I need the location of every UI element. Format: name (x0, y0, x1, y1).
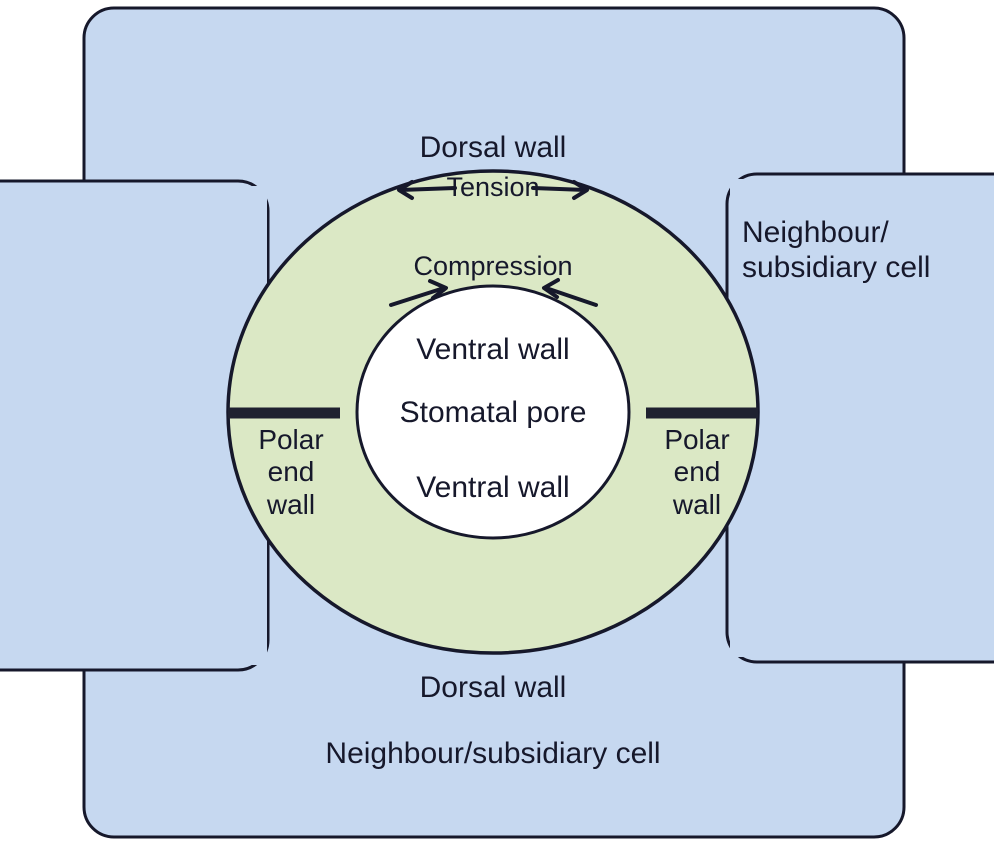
compression-arrow-left (389, 279, 448, 307)
polar-end-wall-left-line3: wall (266, 488, 316, 520)
label-dorsal-wall-bottom: Dorsal wall (419, 671, 567, 704)
compression-arrow-right (542, 278, 598, 307)
label-tension: Tension (446, 172, 540, 202)
polar-end-wall-right-line1: Polar (664, 424, 730, 455)
neighbour-cell-right-line2: subsidiary cell (742, 250, 931, 284)
label-compression: Compression (413, 251, 573, 281)
neighbour-cell-right-line1: Neighbour/ (742, 216, 889, 249)
label-stomatal-pore: Stomatal pore (399, 396, 587, 429)
label-polar-end-wall-left: Polar end wall (232, 424, 350, 521)
polar-end-wall-left-line2: end (267, 456, 315, 488)
polar-end-wall-right-line2: end (673, 456, 721, 488)
stomatal-pore-ellipse (355, 284, 631, 540)
label-ventral-wall-top: Ventral wall (416, 333, 570, 366)
tension-arrow-left (397, 180, 457, 200)
label-ventral-wall-bottom: Ventral wall (416, 471, 570, 504)
label-neighbour-subsidiary-cell-bottom: Neighbour/subsidiary cell (325, 737, 661, 770)
label-polar-end-wall-right: Polar end wall (638, 424, 756, 521)
tension-arrow-right (531, 180, 589, 200)
polar-end-wall-left-line1: Polar (258, 424, 324, 455)
label-neighbour-subsidiary-cell-right: Neighbour/ subsidiary cell (742, 216, 986, 286)
polar-end-wall-right-line3: wall (672, 488, 722, 520)
label-dorsal-wall-top: Dorsal wall (419, 131, 567, 164)
